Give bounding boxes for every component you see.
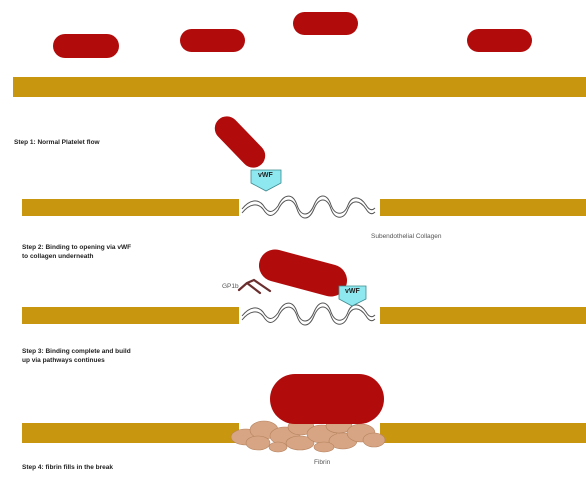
- vessel-wall-left: [22, 423, 239, 443]
- vessel-wall: [13, 77, 586, 97]
- platelet-tilted: [210, 111, 270, 172]
- vwf-label: vWF: [258, 172, 273, 179]
- fibrin-label: Fibrin: [314, 459, 330, 466]
- platelet: [53, 34, 119, 58]
- step-1-line-1: Step 1: Normal Platelet flow: [14, 138, 100, 147]
- collagen-label: Subendothelial Collagen: [371, 233, 441, 240]
- step-3-line-1: Step 3: Binding complete and build: [22, 347, 131, 356]
- vwf-label-bound: vWF: [345, 288, 360, 295]
- platelet: [180, 29, 245, 52]
- step-4-line-1: Step 4: fibrin fills in the break: [22, 463, 113, 472]
- platelet: [293, 12, 358, 35]
- step-2-line-1: Step 2: Binding to opening via vWF: [22, 243, 131, 252]
- step-4-caption: Step 4: fibrin fills in the break: [22, 463, 113, 472]
- vessel-wall-right: [380, 423, 586, 443]
- step-2-caption: Step 2: Binding to opening via vWF to co…: [22, 243, 131, 261]
- step-3-line-2: up via pathways continues: [22, 356, 131, 365]
- collagen-fiber: [242, 196, 375, 218]
- collagen-fiber: [242, 303, 375, 325]
- panel-step-2: [22, 111, 586, 218]
- panel-step-4: [22, 374, 586, 452]
- platelet-plug: [270, 374, 384, 424]
- vessel-wall-left: [22, 199, 239, 216]
- step-1-caption: Step 1: Normal Platelet flow: [14, 138, 100, 147]
- vessel-wall-right: [380, 307, 586, 324]
- vessel-wall-left: [22, 307, 239, 324]
- panel-step-1: [13, 12, 586, 97]
- platelet: [467, 29, 532, 52]
- step-3-caption: Step 3: Binding complete and build up vi…: [22, 347, 131, 365]
- vessel-wall-right: [380, 199, 586, 216]
- step-2-line-2: to collagen underneath: [22, 252, 131, 261]
- gp1b-label: GP1b: [222, 283, 239, 290]
- gp1b-receptor: [239, 280, 270, 293]
